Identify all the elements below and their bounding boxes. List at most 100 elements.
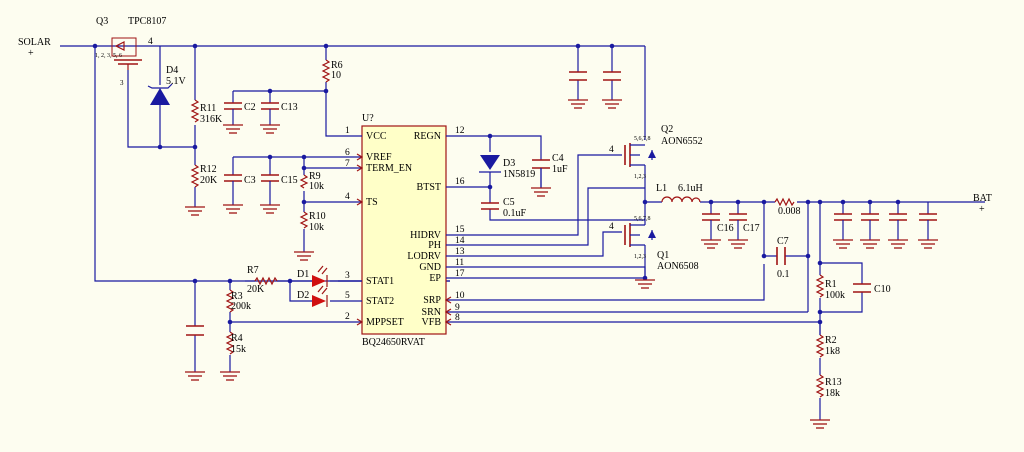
gnd-r12 [185,206,205,216]
r4-symbol [225,331,235,355]
q1-ref: Q1 [657,250,669,261]
pin-vfb: VFB [422,317,442,328]
pin-num: 9 [455,303,460,313]
c5-ref: C5 [503,197,515,208]
r13-symbol [815,374,825,398]
pin-vcc: VCC [366,131,387,142]
l1-inductor: L1 6.1uH [656,183,703,203]
pin-regn: REGN [414,131,441,142]
q1-pins-bot: 1,2,3 [634,254,646,260]
c15-symbol [261,174,279,182]
r7-value: 20K [247,284,265,295]
port-solar-label: SOLAR [18,37,51,48]
c17-symbol [729,213,747,221]
cstat-symbol [186,325,204,336]
q3-pin3: 3 [120,79,124,87]
d3-schottky: D3 1N5819 [479,155,535,180]
pin-srn: SRN [422,307,441,318]
q1-gate: 4 [609,222,614,232]
c7-ref: C7 [777,236,789,247]
cin2-symbol [603,71,621,81]
d4-zener: D4 5.1V [147,65,187,105]
gnd-r13 [810,419,830,429]
r11-ref: R11 [200,103,216,114]
pin-num: 14 [455,236,465,246]
capacitors: C2 C13 C3 C15 C4 1uF C5 0.1uF C16 C17 C7… [186,71,937,336]
cout1-symbol [834,213,852,221]
q3-part: TPC8107 [128,16,166,27]
gnd-c15 [260,204,280,214]
q2-mosfet: 5,6,7,8 1,2,3 4 Q2 AON6552 [609,124,703,180]
pin-hidrv: HIDRV [410,230,442,241]
pin-num: 3 [345,271,350,281]
pin-num: 5 [345,291,350,301]
pin-ts: TS [366,197,378,208]
c17-ref: C17 [743,223,760,234]
q1-part: AON6508 [657,261,699,272]
r6-symbol [321,59,331,83]
gnd-cstat [185,371,205,381]
port-solar: SOLAR + [18,37,51,59]
q2-gate: 4 [609,145,614,155]
r10-symbol [299,211,309,229]
pin-num: 2 [345,312,350,322]
port-bat-label: BAT [973,193,992,204]
gnd-c17 [728,239,748,249]
r7-ref: R7 [247,265,259,276]
pin-srp: SRP [423,295,441,306]
q3-mosfet: Q3 TPC8107 1, 2, 3, 5, 6 3 4 [95,16,166,87]
ic-bq24650: U? BQ24650RVAT VCC VREF TERM_EN TS STAT1… [338,113,465,348]
r3-value: 200k [231,301,251,312]
pin-btst: BTST [417,182,441,193]
cout3-symbol [889,213,907,221]
pin-vref: VREF [366,152,392,163]
port-bat: BAT + [973,193,992,215]
q1-mosfet: 5,6,7,8 1,2,3 4 Q1 AON6508 [609,216,699,272]
ic-part: BQ24650RVAT [362,337,425,348]
c4-symbol [532,159,550,169]
c13-ref: C13 [281,102,298,113]
ground-symbols [185,99,938,429]
gnd-cout1 [833,239,853,249]
cout2-symbol [861,213,879,221]
gnd-cin2 [602,99,622,109]
d1-led: D1 [297,265,328,287]
r3-ref: R3 [231,291,243,302]
c2-ref: C2 [244,102,256,113]
wires [60,45,985,420]
q3-pin4: 4 [148,37,153,47]
c10-ref: C10 [874,284,891,295]
d4-value: 5.1V [166,76,187,87]
r13-ref: R13 [825,377,842,388]
r3-symbol [225,289,235,313]
gnd-cout2 [860,239,880,249]
r6-value: 10 [331,70,341,81]
d3-value: 1N5819 [503,169,535,180]
c5-symbol [481,202,499,210]
q2-ref: Q2 [661,124,673,135]
gnd-c2 [223,124,243,134]
c5-value: 0.1uF [503,208,527,219]
pin-num: 10 [455,291,465,301]
pin-mppset: MPPSET [366,317,404,328]
r11-value: 316K [200,114,223,125]
q2-part: AON6552 [661,136,703,147]
gnd-c4 [531,187,551,197]
pin-lodrv: LODRV [407,251,441,262]
pin-num: 17 [455,269,465,279]
c7-value: 0.1 [777,269,790,280]
c16-ref: C16 [717,223,734,234]
r2-ref: R2 [825,335,837,346]
pin-gnd: GND [419,262,441,273]
gnd-r4 [220,371,240,381]
l1-ref: L1 [656,183,667,194]
resistors: R11 316K R12 20K R6 10 R9 10k R10 10k R7… [190,59,845,399]
pin-num: 13 [455,247,465,257]
pin-stat2: STAT2 [366,296,394,307]
r4-ref: R4 [231,333,243,344]
d2-led: D2 [297,285,328,307]
c10-symbol [853,283,871,293]
c16-symbol [702,213,720,221]
r9-symbol [299,174,309,189]
gnd-r10 [294,251,314,261]
